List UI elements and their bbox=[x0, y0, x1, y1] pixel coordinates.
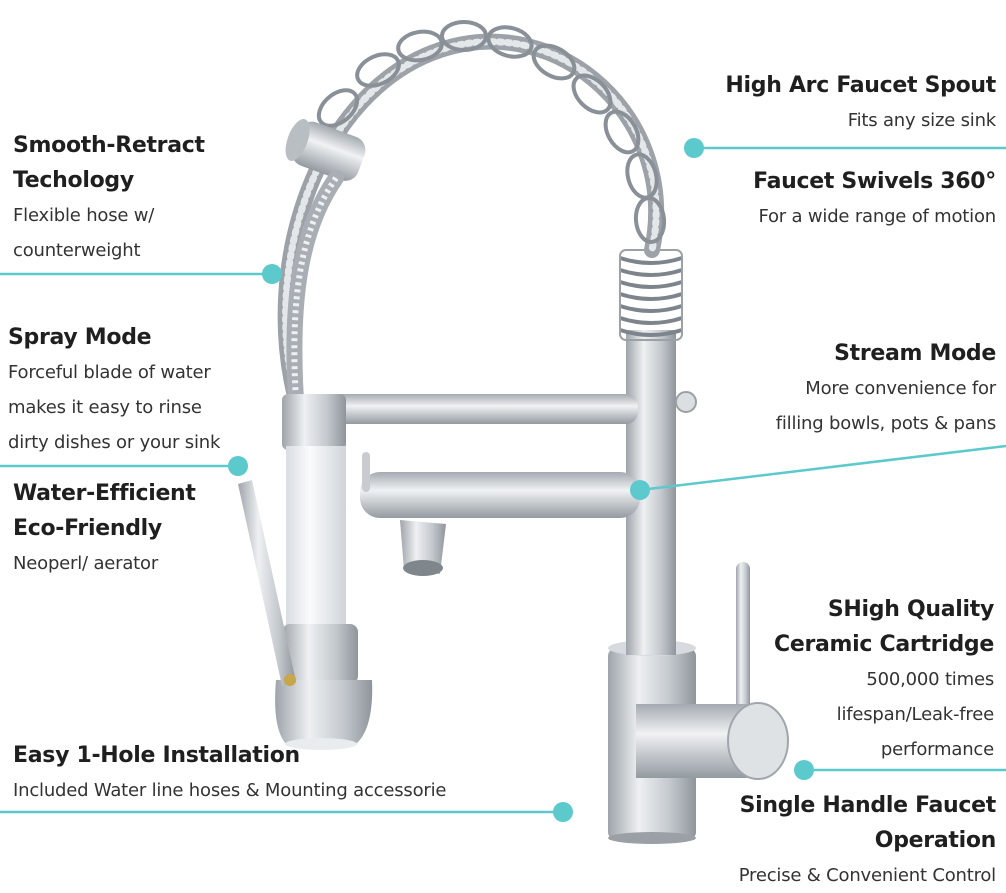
callout-swivel: Faucet Swivels 360° For a wide range of … bbox=[676, 164, 996, 234]
callout-desc: lifespan/Leak-free bbox=[836, 704, 995, 725]
callout-spray-mode: Spray Mode Forceful blade of water makes… bbox=[8, 320, 308, 460]
callout-title: Eco-Friendly bbox=[13, 516, 162, 541]
callout-desc: Flexible hose w/ bbox=[13, 205, 155, 226]
callout-desc: More convenience for bbox=[805, 378, 996, 399]
callout-desc: dirty dishes or your sink bbox=[8, 432, 221, 453]
callout-desc: Included Water line hoses & Mounting acc… bbox=[13, 780, 447, 801]
callout-title: Water-Efficient bbox=[13, 481, 196, 506]
callout-desc: performance bbox=[880, 739, 994, 760]
callout-desc: counterweight bbox=[13, 240, 141, 261]
callout-installation: Easy 1-Hole Installation Included Water … bbox=[13, 738, 533, 808]
callout-title: Faucet Swivels 360° bbox=[753, 169, 996, 194]
callout-desc: makes it easy to rinse bbox=[8, 397, 202, 418]
callout-title: Ceramic Cartridge bbox=[774, 632, 994, 657]
callout-high-arc: High Arc Faucet Spout Fits any size sink bbox=[676, 68, 996, 138]
callout-title: Stream Mode bbox=[834, 341, 996, 366]
callout-stream-mode: Stream Mode More convenience for filling… bbox=[676, 336, 997, 441]
callout-title: Techology bbox=[13, 168, 134, 193]
callout-cartridge: SHigh Quality Ceramic Cartridge 500,000 … bbox=[734, 592, 994, 767]
callout-title: Spray Mode bbox=[8, 325, 152, 350]
faucet-column bbox=[619, 249, 683, 655]
callout-title: High Arc Faucet Spout bbox=[725, 73, 996, 98]
callout-desc: Neoperl/ aerator bbox=[13, 553, 159, 574]
counterweight bbox=[285, 119, 366, 181]
callout-title: Single Handle Faucet bbox=[739, 793, 997, 818]
callout-title: SHigh Quality bbox=[827, 597, 994, 622]
faucet-handle bbox=[636, 562, 789, 780]
callout-single-handle: Single Handle Faucet Operation Precise &… bbox=[676, 788, 997, 893]
callout-title: Smooth-Retract bbox=[13, 133, 205, 158]
callout-title: Operation bbox=[874, 828, 997, 853]
spring-arc bbox=[277, 20, 667, 408]
callout-smooth-retract: Smooth-Retract Techology Flexible hose w… bbox=[13, 128, 313, 268]
callout-desc: Precise & Convenient Control bbox=[738, 865, 997, 886]
callout-desc: 500,000 times bbox=[866, 669, 994, 690]
callout-desc: filling bowls, pots & pans bbox=[775, 413, 996, 434]
callout-desc: For a wide range of motion bbox=[758, 206, 996, 227]
pull-down-sprayer bbox=[238, 394, 373, 750]
upper-spout-bar bbox=[300, 391, 697, 424]
callout-water-efficient: Water-Efficient Eco-Friendly Neoperl/ ae… bbox=[13, 476, 313, 581]
stream-spout bbox=[360, 452, 640, 576]
callout-title: Easy 1-Hole Installation bbox=[13, 743, 300, 768]
callout-desc: Forceful blade of water bbox=[8, 362, 211, 383]
callout-desc: Fits any size sink bbox=[847, 110, 996, 131]
callout-pointers bbox=[0, 138, 1006, 822]
